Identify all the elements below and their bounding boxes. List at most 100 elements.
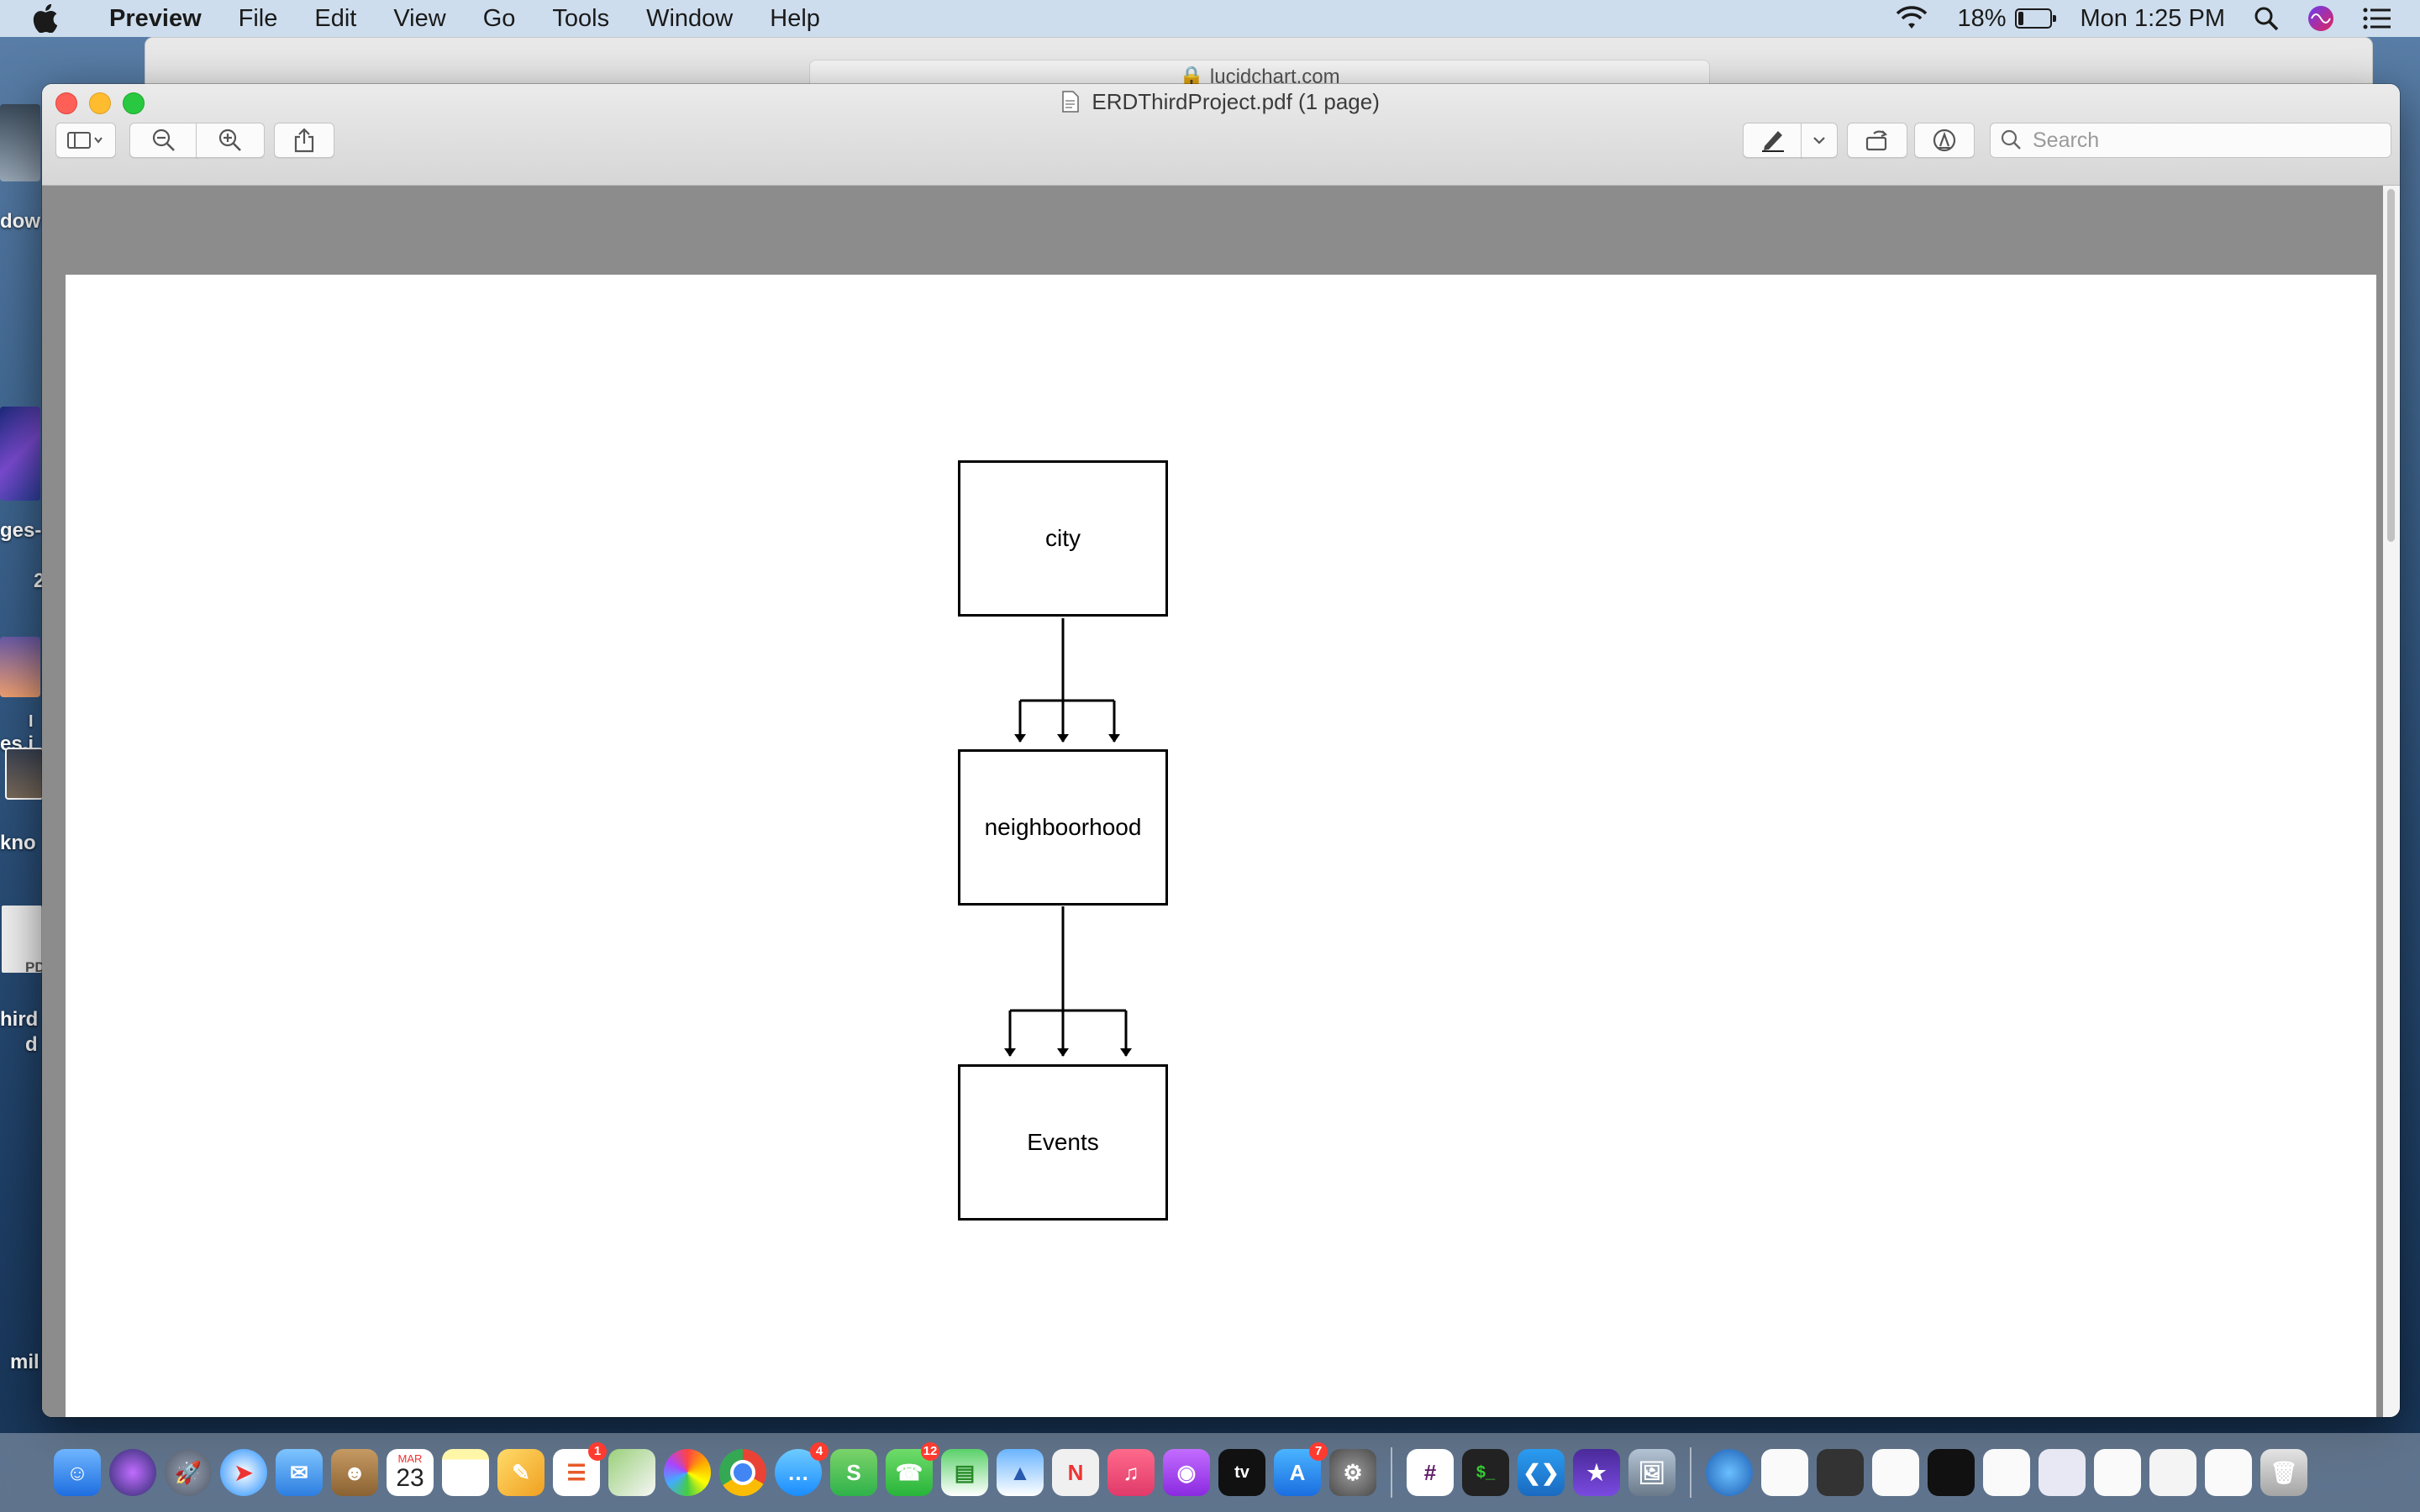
chrome-icon[interactable] bbox=[719, 1449, 766, 1496]
notes-icon[interactable] bbox=[442, 1449, 489, 1496]
finder-icon[interactable]: ☺ bbox=[54, 1449, 101, 1496]
siri-icon[interactable] bbox=[109, 1449, 156, 1496]
entity-label: city bbox=[1045, 525, 1081, 551]
menu-tools[interactable]: Tools bbox=[552, 5, 610, 32]
zoom-window-button[interactable] bbox=[123, 92, 145, 114]
notification-center-icon[interactable] bbox=[2363, 7, 2391, 30]
podcasts-icon[interactable]: ◉ bbox=[1163, 1449, 1210, 1496]
screenshot-stack-icon[interactable] bbox=[1928, 1449, 1975, 1496]
contacts-icon[interactable]: ☻ bbox=[331, 1449, 378, 1496]
zoom-in-button[interactable] bbox=[196, 123, 265, 158]
numbers-icon[interactable]: ▤ bbox=[941, 1449, 988, 1496]
maps-icon[interactable] bbox=[608, 1449, 655, 1496]
search-field[interactable] bbox=[1990, 123, 2391, 158]
document-stack-icon[interactable] bbox=[2039, 1449, 2086, 1496]
menu-help[interactable]: Help bbox=[770, 5, 820, 32]
sidebar-toggle-button[interactable] bbox=[55, 123, 116, 158]
close-window-button[interactable] bbox=[55, 92, 77, 114]
pdf-file-icon[interactable] bbox=[2, 906, 42, 973]
vertical-scrollbar[interactable] bbox=[2383, 186, 2400, 1417]
desktop-file-label[interactable]: dow bbox=[0, 210, 40, 233]
slack-icon[interactable]: # bbox=[1407, 1449, 1454, 1496]
desktop-file-label[interactable]: mil bbox=[10, 1351, 39, 1373]
messages-icon[interactable]: … 4 bbox=[775, 1442, 829, 1496]
imovie-icon[interactable]: ★ bbox=[1573, 1449, 1620, 1496]
screenshot-stack-icon[interactable] bbox=[1817, 1449, 1864, 1496]
preview-icon[interactable]: 🖼 bbox=[1628, 1449, 1676, 1496]
markup-pen-button[interactable] bbox=[1743, 123, 1803, 158]
document-title: ERDThirdProject.pdf (1 page) bbox=[42, 89, 2400, 118]
vscode-icon[interactable]: ❮❯ bbox=[1518, 1449, 1565, 1496]
entity-label: Events bbox=[1027, 1129, 1099, 1155]
calendar-month: MAR bbox=[397, 1452, 423, 1465]
facetime-icon[interactable]: ☎ 12 bbox=[886, 1442, 939, 1496]
menu-window[interactable]: Window bbox=[646, 5, 734, 32]
system-preferences-icon[interactable]: ⚙ bbox=[1329, 1449, 1376, 1496]
markup-icon bbox=[1933, 129, 1956, 152]
zoom-out-icon bbox=[152, 129, 175, 151]
battery-status[interactable]: 18% bbox=[1957, 5, 2056, 33]
siri-icon[interactable] bbox=[2307, 5, 2334, 32]
desktop-file-label[interactable]: hird bbox=[0, 1008, 39, 1031]
search-input[interactable] bbox=[2031, 127, 2387, 154]
desktop-file-thumbnail[interactable] bbox=[0, 637, 40, 697]
document-stack-icon[interactable] bbox=[2094, 1449, 2141, 1496]
entity-events[interactable]: Events bbox=[958, 1064, 1168, 1221]
markup-options-button[interactable] bbox=[1801, 123, 1838, 158]
document-stack-icon[interactable] bbox=[1872, 1449, 1919, 1496]
facetime-badge: 12 bbox=[921, 1442, 939, 1461]
markup-toolbar-button[interactable] bbox=[1914, 123, 1975, 158]
wifi-icon[interactable] bbox=[1895, 6, 1928, 31]
menu-file[interactable]: File bbox=[238, 5, 278, 32]
pages-icon[interactable]: ✎ bbox=[497, 1449, 544, 1496]
entity-label: neighboorhood bbox=[984, 814, 1142, 840]
document-area[interactable]: city neighboorhood Events bbox=[42, 186, 2400, 1417]
share-icon bbox=[294, 128, 314, 153]
menu-go[interactable]: Go bbox=[482, 5, 516, 32]
desktop-file-thumbnail[interactable] bbox=[0, 104, 40, 181]
battery-icon bbox=[2014, 8, 2056, 29]
globe-icon[interactable] bbox=[1706, 1449, 1753, 1496]
desktop-file-label[interactable]: kno bbox=[0, 832, 36, 854]
minimize-window-button[interactable] bbox=[89, 92, 111, 114]
app-store-icon[interactable]: A 7 bbox=[1274, 1442, 1328, 1496]
document-stack-icon[interactable] bbox=[1761, 1449, 1808, 1496]
spotlight-search-icon[interactable] bbox=[2254, 6, 2279, 31]
menu-edit[interactable]: Edit bbox=[314, 5, 357, 32]
entity-neighboorhood[interactable]: neighboorhood bbox=[958, 749, 1168, 906]
news-icon[interactable]: N bbox=[1052, 1449, 1099, 1496]
menu-app-name[interactable]: Preview bbox=[109, 5, 202, 32]
menu-clock[interactable]: Mon 1:25 PM bbox=[2080, 4, 2225, 32]
share-button[interactable] bbox=[274, 123, 334, 158]
entity-city[interactable]: city bbox=[958, 460, 1168, 617]
menu-view[interactable]: View bbox=[393, 5, 446, 32]
scrollbar-thumb[interactable] bbox=[2387, 189, 2395, 542]
background-browser-window[interactable]: 🔒 lucidchart.com bbox=[145, 37, 2373, 95]
music-icon[interactable]: ♫ bbox=[1107, 1449, 1155, 1496]
document-stack-icon[interactable] bbox=[1983, 1449, 2030, 1496]
photos-icon[interactable] bbox=[664, 1449, 711, 1496]
document-stack-icon[interactable] bbox=[2149, 1449, 2196, 1496]
launchpad-icon[interactable]: 🚀 bbox=[165, 1449, 212, 1496]
keynote-icon[interactable]: ▲ bbox=[997, 1449, 1044, 1496]
apple-menu-icon[interactable] bbox=[0, 4, 91, 33]
reminders-icon[interactable]: ☰ 1 bbox=[553, 1442, 607, 1496]
rotate-button[interactable] bbox=[1847, 123, 1907, 158]
safari-icon[interactable]: ➤ bbox=[220, 1449, 267, 1496]
desktop-file-label[interactable]: I bbox=[29, 712, 34, 731]
document-stack-icon[interactable] bbox=[2205, 1449, 2252, 1496]
apple-tv-icon[interactable]: tv bbox=[1218, 1449, 1265, 1496]
desktop-file-thumbnail[interactable] bbox=[5, 748, 44, 800]
desktop-file-label[interactable]: ges- bbox=[0, 519, 42, 542]
zoom-out-button[interactable] bbox=[129, 123, 198, 158]
pdf-document-icon bbox=[1062, 91, 1079, 118]
calendar-icon[interactable]: MAR 23 bbox=[387, 1449, 434, 1496]
search-icon bbox=[2001, 129, 2021, 150]
desktop-file-label[interactable]: d bbox=[25, 1033, 38, 1056]
mail-icon[interactable]: ✉ bbox=[276, 1449, 323, 1496]
reminders-badge: 1 bbox=[588, 1442, 607, 1461]
terminal-icon[interactable]: $_ bbox=[1462, 1449, 1509, 1496]
desktop-file-thumbnail[interactable] bbox=[0, 407, 40, 501]
sublime-text-icon[interactable]: S bbox=[830, 1449, 877, 1496]
trash-icon[interactable]: 🗑 bbox=[2260, 1449, 2307, 1496]
